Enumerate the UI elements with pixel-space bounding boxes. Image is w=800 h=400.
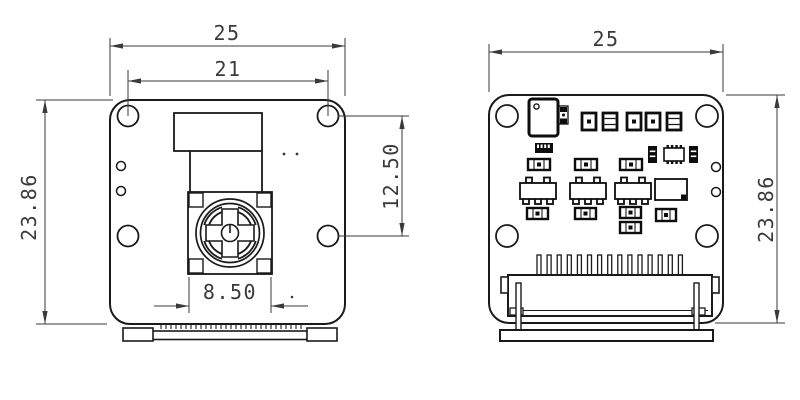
back-connector-pins <box>536 254 684 277</box>
front-connector-pins <box>160 324 302 329</box>
smd-sot23 <box>519 176 557 205</box>
index-hole <box>710 161 722 173</box>
sensor-package <box>173 112 263 192</box>
dim-label-hole-span: 21 <box>214 57 241 81</box>
dim-front-board-height: 23.86 <box>17 99 113 325</box>
lens-thread-arcs <box>208 211 252 255</box>
dim-front-lens-width: 8.50 <box>154 277 308 313</box>
smd-ic-main <box>527 97 560 138</box>
lens-thread-arcs <box>203 206 257 260</box>
dim-back-board-width: 25 <box>488 27 724 92</box>
pin1-marker <box>533 103 540 110</box>
mounting-hole <box>116 224 140 248</box>
front-board-outline <box>109 99 346 325</box>
lens-aperture <box>220 223 240 243</box>
connector-post <box>693 282 700 331</box>
connector-base-bar <box>499 329 714 342</box>
smd-sot23 <box>569 176 607 205</box>
mounting-hole <box>695 224 719 248</box>
smd-crystal <box>654 178 688 201</box>
smd-components <box>519 97 698 235</box>
smd-ic-small <box>663 145 685 164</box>
ffc-connector <box>499 254 720 342</box>
mounting-hole <box>695 104 719 128</box>
lens-barrel-outer <box>195 198 265 268</box>
dim-front-hole-spacing: 12.50 <box>338 115 409 237</box>
lens-barrel-inner <box>199 202 261 264</box>
ink-dot <box>295 152 299 156</box>
back-view: 25 23.86 <box>488 27 785 342</box>
smd-passive <box>558 105 569 125</box>
connector-body <box>507 274 713 317</box>
ink-dot <box>290 295 294 299</box>
index-hole <box>115 185 127 197</box>
lens-assembly <box>187 191 273 275</box>
mounting-hole <box>495 104 519 128</box>
dim-label-back-width: 25 <box>592 27 619 51</box>
front-connector <box>122 327 338 342</box>
dim-label-back-height: 23.86 <box>754 175 778 243</box>
smd-inductor <box>689 146 698 163</box>
connector-tab <box>711 276 720 294</box>
index-hole <box>115 160 127 172</box>
smd-passive-row-top <box>580 111 683 132</box>
front-view: 25 21 23.86 12.50 8.50 <box>17 21 409 342</box>
dim-front-board-width: 25 <box>109 21 346 96</box>
dim-front-hole-span: 21 <box>127 57 329 116</box>
lens-holder <box>187 191 273 275</box>
flex-neck <box>189 151 263 192</box>
smd-passive-row-3 <box>525 205 678 235</box>
ink-dot <box>282 152 286 156</box>
index-hole <box>710 186 722 198</box>
dim-label-hole-spacing: 12.50 <box>379 142 403 210</box>
connector-post <box>515 282 522 331</box>
dim-label-front-height: 23.86 <box>17 173 41 241</box>
smd-connector-small <box>535 143 553 153</box>
dim-back-board-height: 23.86 <box>715 94 785 324</box>
smd-inductor <box>648 146 657 163</box>
lens-cross <box>205 208 255 258</box>
connector-tab <box>500 276 509 294</box>
dim-label-lens-width: 8.50 <box>203 280 257 304</box>
smd-passive-row-2 <box>526 157 644 172</box>
mounting-hole <box>495 224 519 248</box>
smd-sot23 <box>614 176 652 205</box>
dim-label-front-width: 25 <box>213 21 240 45</box>
